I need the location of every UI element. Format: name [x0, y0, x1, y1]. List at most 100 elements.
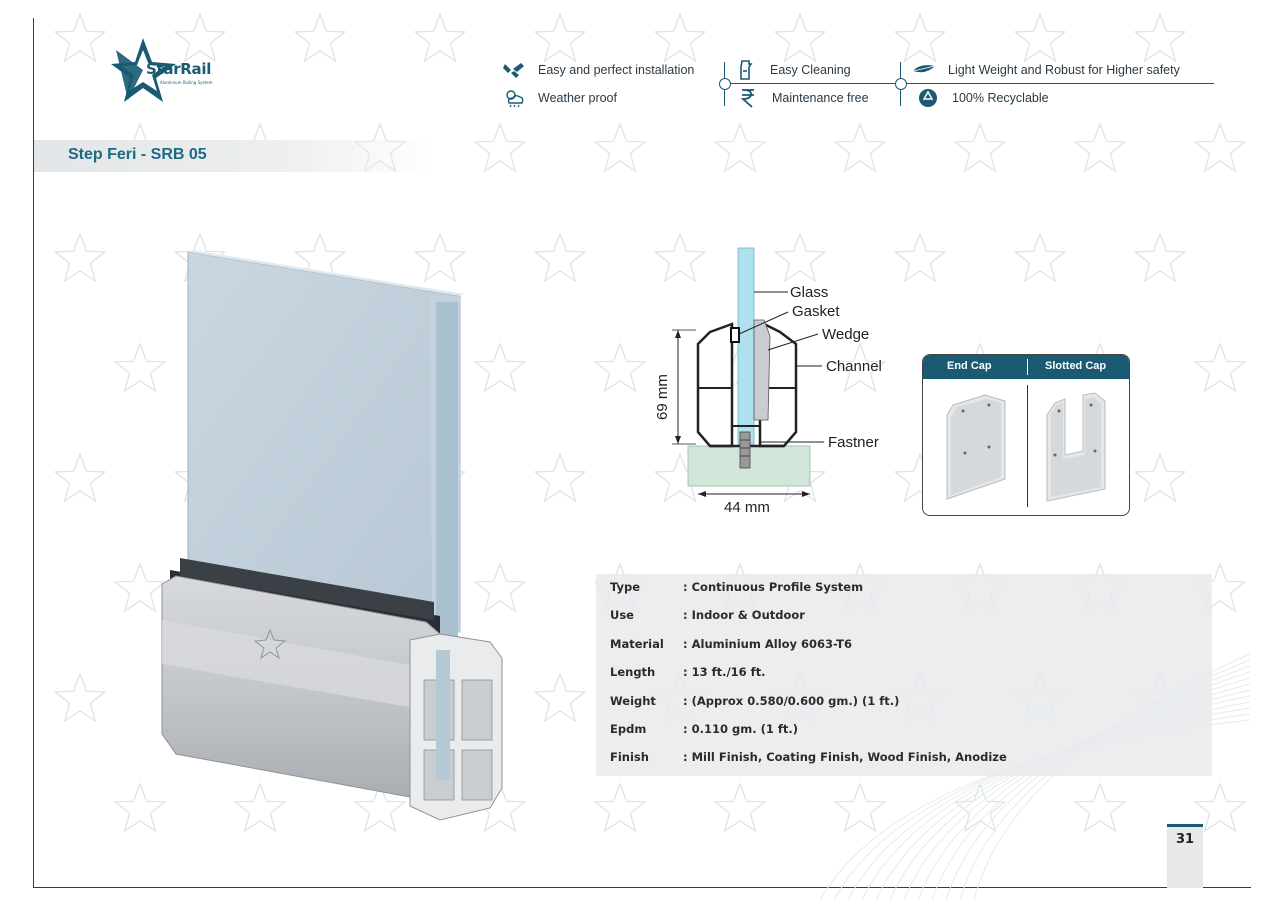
- star-logo-icon: [111, 38, 176, 102]
- spec-key: Material: [610, 637, 664, 651]
- watermark-star-icon: [533, 232, 587, 283]
- watermark-star-icon: [473, 122, 527, 173]
- page-number: 31: [1176, 832, 1195, 847]
- width-dimension: 44 mm: [724, 499, 770, 516]
- height-dimension: 69 mm: [654, 374, 671, 420]
- label-wedge: Wedge: [822, 326, 870, 343]
- feature-label: Maintenance free: [772, 91, 869, 105]
- page-number-box: [1167, 824, 1203, 888]
- spec-key: Weight: [610, 694, 656, 708]
- slotted-cap-title: Slotted Cap: [1045, 360, 1107, 372]
- caps-panel: End Cap Slotted Cap: [922, 354, 1130, 516]
- watermark-star-icon: [533, 672, 587, 723]
- spec-value: : (Approx 0.580/0.600 gm.) (1 ft.): [683, 694, 900, 708]
- caps-header-separator: [1027, 359, 1028, 375]
- watermark-star-icon: [953, 782, 1007, 833]
- spec-key: Use: [610, 608, 634, 622]
- brand-tagline: Aluminium Railing System: [160, 80, 213, 85]
- feature-item: Maintenance free: [736, 88, 869, 108]
- feature-item: Light Weight and Robust for Higher safet…: [912, 60, 1180, 80]
- feature-label: Easy and perfect installation: [538, 63, 695, 77]
- specifications-table: Type : Continuous Profile System Use : I…: [596, 574, 1212, 776]
- spec-value: : Mill Finish, Coating Finish, Wood Fini…: [683, 750, 1007, 764]
- spec-row: Material : Aluminium Alloy 6063-T6: [596, 637, 1212, 657]
- watermark-star-icon: [1073, 782, 1127, 833]
- watermark-star-icon: [833, 122, 887, 173]
- watermark-star-icon: [593, 342, 647, 393]
- features-node: [895, 78, 907, 90]
- features-node: [719, 78, 731, 90]
- caps-header: End Cap Slotted Cap: [923, 355, 1129, 379]
- feature-item: Easy and perfect installation: [502, 60, 694, 80]
- feather-icon: [912, 60, 936, 80]
- spec-value: : Continuous Profile System: [683, 580, 864, 594]
- feature-label: 100% Recyclable: [952, 91, 1049, 105]
- watermark-star-icon: [953, 122, 1007, 173]
- label-glass: Glass: [790, 284, 829, 301]
- brand-logo: StarRail Aluminium Railing System: [108, 36, 228, 106]
- page-border-bottom: [33, 887, 1251, 888]
- weather-icon: [502, 88, 526, 108]
- features-divider-line: [724, 83, 1214, 84]
- watermark-star-icon: [773, 12, 827, 63]
- spec-key: Finish: [610, 750, 649, 764]
- spray-bottle-icon: [734, 60, 758, 80]
- watermark-star-icon: [413, 12, 467, 63]
- watermark-star-icon: [893, 12, 947, 63]
- watermark-star-icon: [653, 12, 707, 63]
- spec-row: Epdm : 0.110 gm. (1 ft.): [596, 722, 1212, 742]
- page-title: Step Feri - SRB 05: [68, 146, 207, 163]
- watermark-star-icon: [1133, 232, 1187, 283]
- watermark-star-icon: [53, 232, 107, 283]
- label-gasket: Gasket: [792, 303, 840, 320]
- watermark-star-icon: [713, 782, 767, 833]
- tools-icon: [502, 60, 526, 80]
- feature-item: Weather proof: [502, 88, 617, 108]
- spec-row: Weight : (Approx 0.580/0.600 gm.) (1 ft.…: [596, 694, 1212, 714]
- watermark-star-icon: [833, 782, 887, 833]
- watermark-star-icon: [293, 12, 347, 63]
- end-cap-title: End Cap: [947, 360, 992, 372]
- caps-drawing: [946, 392, 1106, 502]
- cross-section-diagram: Glass Gasket Wedge Channel Fastner 69 mm…: [640, 240, 910, 530]
- spec-row: Type : Continuous Profile System: [596, 580, 1212, 600]
- watermark-star-icon: [593, 122, 647, 173]
- spec-key: Epdm: [610, 722, 647, 736]
- page-border-left: [33, 18, 34, 888]
- watermark-star-icon: [533, 12, 587, 63]
- watermark-star-icon: [593, 782, 647, 833]
- spec-value: : 13 ft./16 ft.: [683, 665, 766, 679]
- feature-item: Easy Cleaning: [734, 60, 851, 80]
- label-channel: Channel: [826, 358, 882, 375]
- recycle-icon: [916, 88, 940, 108]
- watermark-star-icon: [1133, 452, 1187, 503]
- features-strip: Easy and perfect installation Easy Clean…: [500, 56, 1220, 116]
- page-number-accent: [1167, 824, 1203, 827]
- spec-row: Use : Indoor & Outdoor: [596, 608, 1212, 628]
- rupee-icon: [736, 88, 760, 108]
- spec-row: Length : 13 ft./16 ft.: [596, 665, 1212, 685]
- spec-row: Finish : Mill Finish, Coating Finish, Wo…: [596, 750, 1212, 770]
- spec-key: Length: [610, 665, 656, 679]
- feature-label: Light Weight and Robust for Higher safet…: [948, 63, 1180, 77]
- watermark-star-icon: [53, 672, 107, 723]
- spec-value: : Aluminium Alloy 6063-T6: [683, 637, 852, 651]
- watermark-star-icon: [53, 452, 107, 503]
- feature-label: Easy Cleaning: [770, 63, 851, 77]
- title-band: [34, 140, 434, 172]
- watermark-star-icon: [1193, 122, 1247, 173]
- watermark-star-icon: [1013, 12, 1067, 63]
- brand-name: StarRail: [146, 60, 212, 78]
- feature-label: Weather proof: [538, 91, 617, 105]
- label-fastner: Fastner: [828, 434, 879, 451]
- product-illustration: [161, 250, 503, 821]
- watermark-star-icon: [713, 122, 767, 173]
- watermark-star-icon: [53, 12, 107, 63]
- watermark-star-icon: [1073, 122, 1127, 173]
- watermark-star-icon: [1193, 342, 1247, 393]
- watermark-star-icon: [1133, 12, 1187, 63]
- spec-key: Type: [610, 580, 641, 594]
- feature-item: 100% Recyclable: [916, 88, 1049, 108]
- profile-section-drawing: [672, 247, 824, 497]
